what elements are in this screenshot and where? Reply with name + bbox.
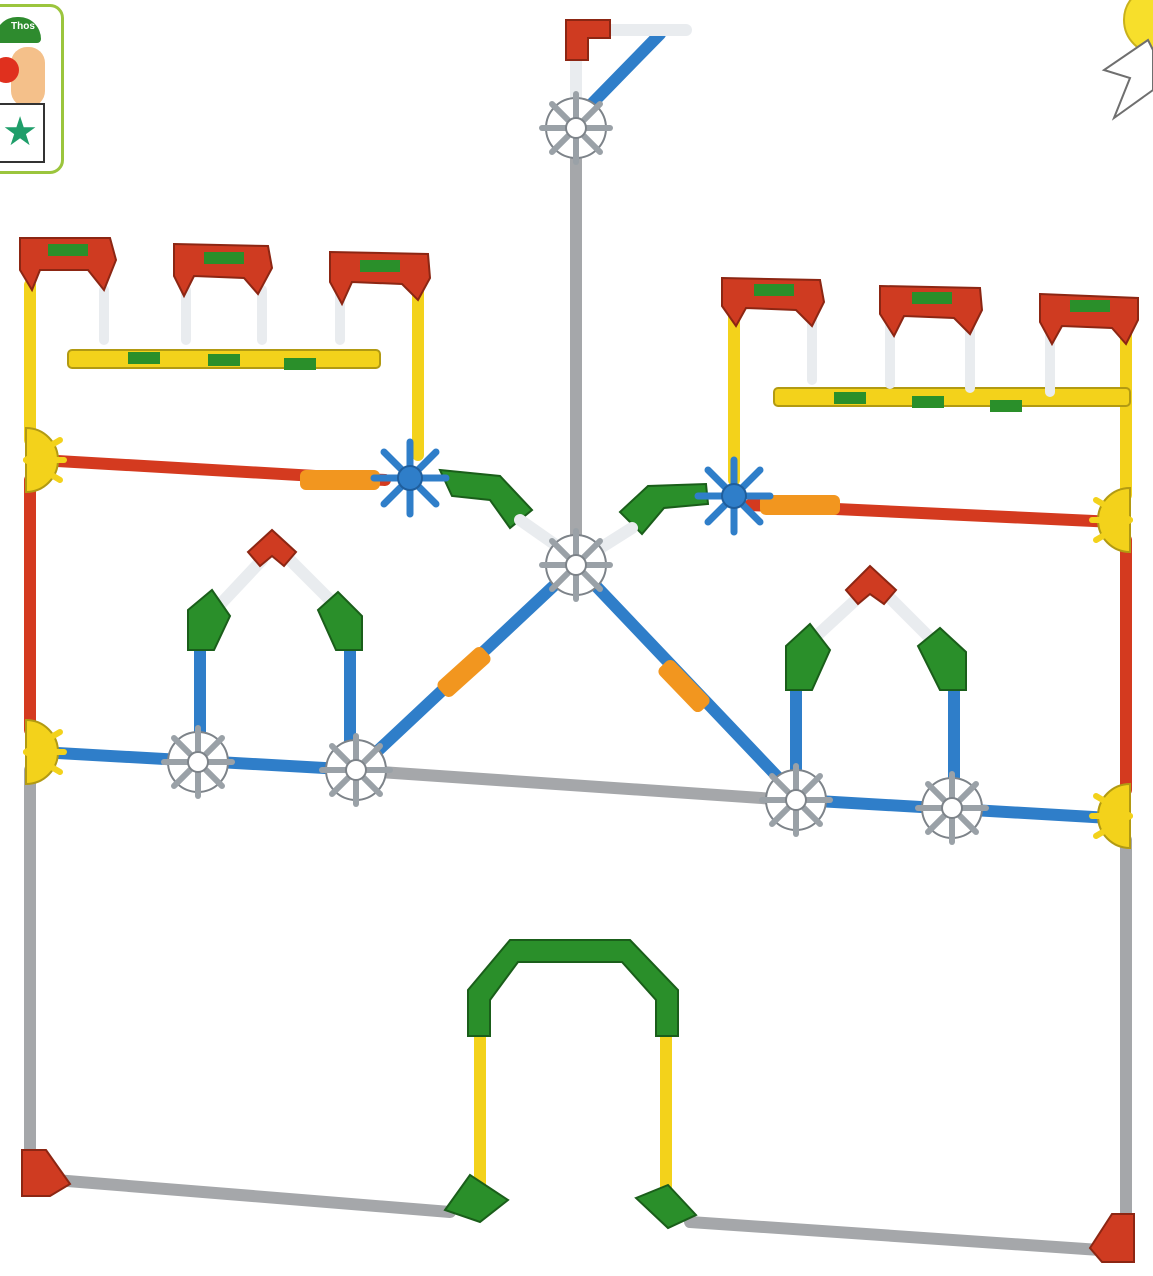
mascot-hat-text: Thos — [11, 21, 35, 32]
mascot-nose — [0, 57, 19, 83]
star-box — [0, 103, 45, 163]
mascot-badge: Thos ★ — [0, 4, 64, 174]
star-icon: ★ — [2, 109, 38, 155]
corner-burst-icon — [1101, 0, 1153, 121]
